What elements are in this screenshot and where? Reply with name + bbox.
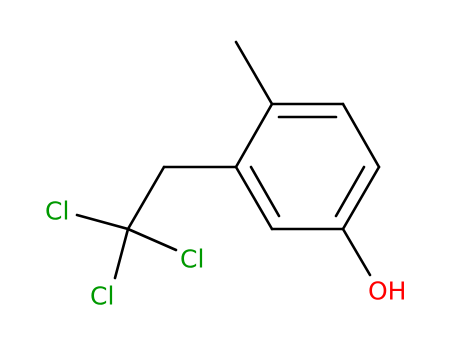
atom-hydroxyl: OH [368, 277, 406, 306]
bond-ring-2 [341, 102, 381, 169]
bond-ring-6 [234, 102, 274, 169]
bond-ring-3-inner [334, 165, 366, 218]
bond-ring-5-inner [249, 165, 281, 218]
bond-methyl [234, 40, 274, 106]
bond-c-cl-top [75, 213, 130, 231]
bond-ch2-ccl3 [126, 165, 166, 231]
atom-cl-right: Cl [180, 245, 204, 274]
bond-c-cl-right [126, 227, 178, 252]
atom-cl-bottom: Cl [90, 282, 114, 311]
bond-c-oh [341, 227, 372, 277]
atom-cl-top: Cl [45, 197, 69, 226]
bond-c-cl-bottom [113, 227, 130, 280]
bond-ring-5 [234, 165, 274, 231]
bond-ring-3 [341, 165, 381, 231]
